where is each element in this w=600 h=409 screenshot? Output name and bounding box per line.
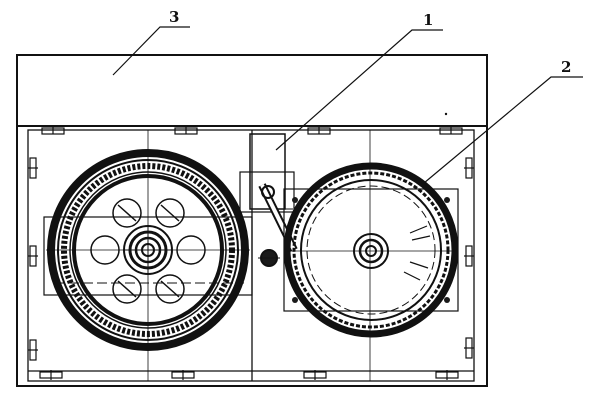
clip-top-4 <box>439 126 463 135</box>
clip-top-3 <box>307 126 331 135</box>
clip-top-2 <box>174 126 198 135</box>
clip-left-3 <box>28 339 38 361</box>
right-turntable <box>283 162 459 338</box>
clip-left-1 <box>28 157 38 179</box>
leader-1 <box>275 29 443 151</box>
housing <box>16 54 488 387</box>
leader-2 <box>423 76 583 184</box>
callout-2: 2 <box>561 58 571 76</box>
right-inner-ring <box>300 179 442 321</box>
clip-bottom-2 <box>171 370 195 380</box>
clip-bottom-3 <box>303 370 327 380</box>
callout-1: 1 <box>423 11 433 29</box>
clip-top-1 <box>41 126 65 135</box>
clip-right-2 <box>464 245 474 267</box>
clip-bottom-1 <box>39 370 63 380</box>
leader-3 <box>112 26 190 76</box>
clip-right-1 <box>464 157 474 179</box>
right-corner-bolts <box>292 197 450 303</box>
clip-bottom-4 <box>435 370 459 380</box>
cover-mark <box>444 112 448 116</box>
clip-right-3 <box>464 337 474 359</box>
leader-lines <box>112 26 583 184</box>
outer-frame <box>16 54 488 387</box>
left-turntable <box>43 149 253 351</box>
clip-left-2 <box>28 245 38 267</box>
callout-3: 3 <box>169 8 179 26</box>
right-mount-plate <box>283 188 459 312</box>
right-outer-ring <box>283 162 459 338</box>
right-index-marks <box>403 225 431 281</box>
edge-clips <box>28 126 474 380</box>
